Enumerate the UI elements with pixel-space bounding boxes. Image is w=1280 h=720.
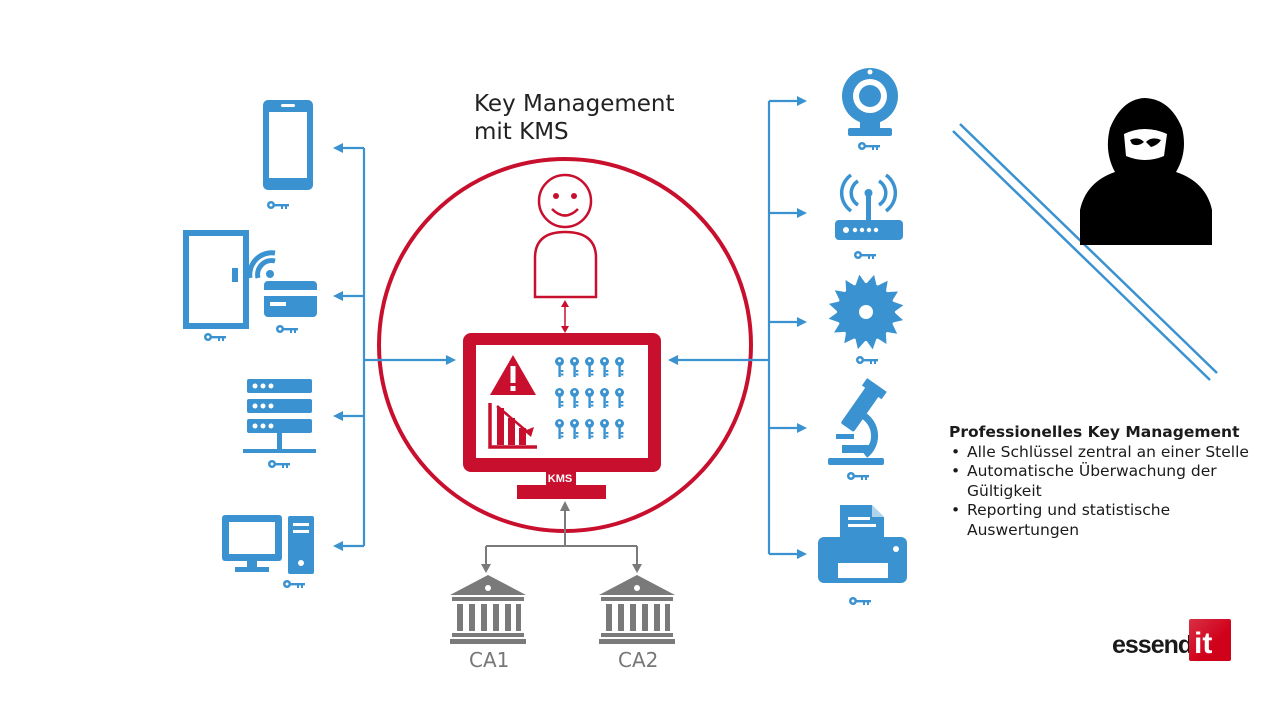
ca1-label: CA1 — [469, 648, 510, 672]
left-connector — [342, 146, 447, 548]
info-heading: Professionelles Key Management — [949, 423, 1240, 441]
diagram-title: Key Management mit KMS — [474, 90, 675, 146]
logo-text: essendi — [1112, 631, 1199, 659]
chart-icon — [488, 403, 537, 449]
info-bullet: Automatische Überwachung der Gültigkeit — [949, 462, 1249, 501]
door-card-reader-icon — [183, 230, 317, 329]
left-arrowheads — [333, 143, 456, 551]
server-rack-icon — [243, 379, 316, 453]
printer-icon — [818, 505, 907, 583]
wifi-router-icon — [835, 173, 903, 240]
title-line-2: mit KMS — [474, 119, 569, 145]
saw-blade-icon — [828, 274, 904, 350]
ca-bank-icon — [450, 575, 675, 644]
logo-box-text: it — [1194, 627, 1213, 660]
webcam-icon — [842, 68, 898, 136]
hacker-icon — [1080, 98, 1212, 245]
info-bullet-list: Alle Schlüssel zentral an einer Stelle A… — [949, 443, 1249, 541]
right-connector — [678, 99, 798, 556]
smartphone-icon — [263, 100, 313, 190]
logo-box: it — [1189, 619, 1231, 661]
warning-icon — [490, 355, 536, 395]
info-box: Professionelles Key Management Alle Schl… — [949, 423, 1249, 540]
desktop-computer-icon — [222, 515, 314, 574]
right-arrowheads — [668, 96, 807, 559]
kms-label: KMS — [548, 473, 572, 485]
info-bullet: Alle Schlüssel zentral an einer Stelle — [949, 443, 1249, 463]
blocked-line — [952, 123, 1218, 381]
info-bullet: Reporting und statistische Auswertungen — [949, 501, 1249, 540]
ca-connector — [485, 508, 638, 566]
title-line-1: Key Management — [474, 91, 675, 117]
microscope-icon — [828, 378, 887, 465]
admin-person-icon — [533, 173, 598, 299]
ca2-label: CA2 — [618, 648, 659, 672]
